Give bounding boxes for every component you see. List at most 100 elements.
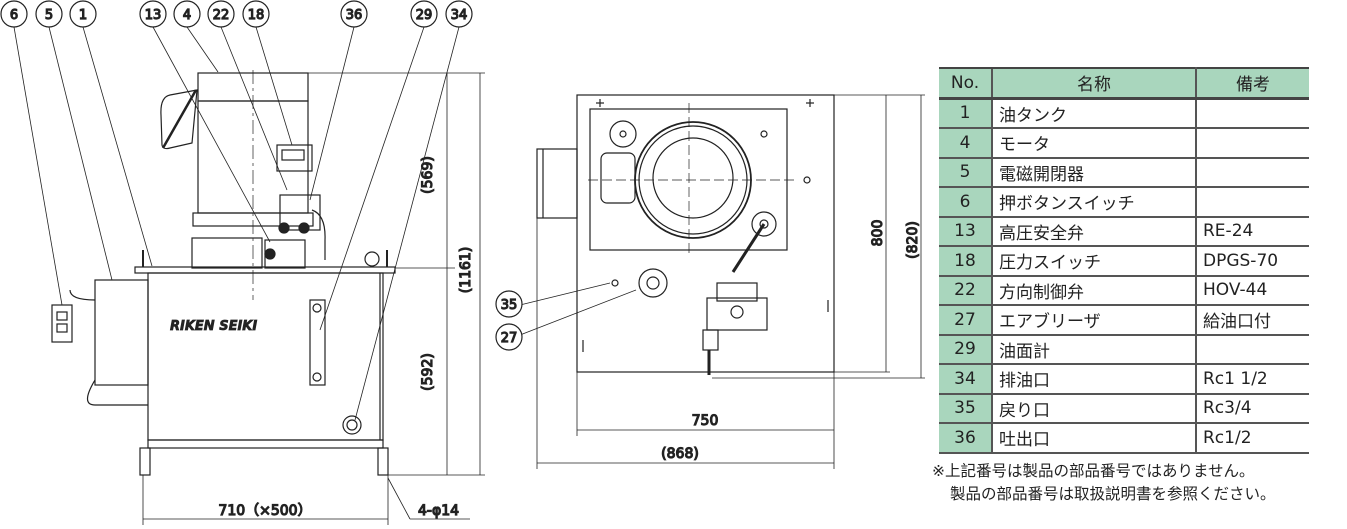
callout-34: 34 xyxy=(445,0,473,28)
cell-no: 22 xyxy=(939,275,992,306)
svg-text:5: 5 xyxy=(45,8,53,23)
cell-name: 油タンク xyxy=(991,98,1197,129)
fan-cover xyxy=(160,89,198,150)
callout-29: 29 xyxy=(410,0,438,28)
air-breather xyxy=(638,268,668,298)
cell-remark xyxy=(1196,98,1309,129)
svg-text:13: 13 xyxy=(145,8,162,23)
callout-27: 27 xyxy=(495,323,523,351)
svg-text:6: 6 xyxy=(10,8,18,23)
cell-no: 5 xyxy=(939,157,992,188)
cell-remark xyxy=(1196,157,1309,188)
leader-lines xyxy=(13,26,460,421)
cell-no: 27 xyxy=(939,305,992,336)
svg-text:35: 35 xyxy=(501,298,518,313)
cell-remark: 給油口付 xyxy=(1196,305,1309,336)
cell-name: 押ボタンスイッチ xyxy=(991,187,1197,218)
dim-top-width: 750 xyxy=(692,413,719,429)
callout-36: 36 xyxy=(340,0,368,28)
cell-remark: DPGS-70 xyxy=(1196,246,1309,277)
cell-name: 方向制御弁 xyxy=(991,275,1197,306)
header-no: No. xyxy=(939,67,992,100)
cell-remark xyxy=(1196,128,1309,159)
note-line-1: ※上記番号は製品の部品番号ではありません。 xyxy=(932,462,1255,480)
cell-no: 1 xyxy=(939,98,992,129)
dim-width: 710（×500） xyxy=(218,503,311,519)
header-name: 名称 xyxy=(991,67,1197,100)
note-line-2: 製品の部品番号は取扱説明書を参照ください。 xyxy=(950,485,1276,503)
svg-text:34: 34 xyxy=(451,8,468,23)
cell-name: モータ xyxy=(991,128,1197,159)
cell-no: 4 xyxy=(939,128,992,159)
header-remark: 備考 xyxy=(1196,67,1309,100)
cell-no: 36 xyxy=(939,423,992,454)
brand-label: RIKEN SEIKI xyxy=(170,319,257,334)
svg-text:4: 4 xyxy=(183,8,191,23)
cell-remark: Rc1/2 xyxy=(1196,423,1309,454)
directional-valve xyxy=(716,282,758,302)
cell-no: 34 xyxy=(939,364,992,395)
pressure-switch xyxy=(276,144,313,172)
cell-remark: Rc3/4 xyxy=(1196,393,1309,424)
cell-name: 吐出口 xyxy=(991,423,1197,454)
cell-remark: HOV-44 xyxy=(1196,275,1309,306)
switch-box-top xyxy=(536,148,578,219)
pushbutton-switch xyxy=(51,304,73,343)
cell-name: 高圧安全弁 xyxy=(991,216,1197,247)
svg-text:22: 22 xyxy=(213,8,230,23)
cell-no: 35 xyxy=(939,393,992,424)
cell-name: 圧力スイッチ xyxy=(991,246,1197,277)
dim-total-height: (1161) xyxy=(458,247,474,294)
callout-22: 22 xyxy=(207,0,235,28)
callouts-side: 6 5 1 13 4 22 18 36 29 34 xyxy=(0,0,473,28)
callout-18: 18 xyxy=(242,0,270,28)
tank-plate xyxy=(576,94,835,373)
cell-name: 戻り口 xyxy=(991,393,1197,424)
side-dimension-lines xyxy=(142,72,485,525)
callouts-top: 35 27 xyxy=(495,290,523,351)
cell-name: 排油口 xyxy=(991,364,1197,395)
svg-text:1: 1 xyxy=(79,8,87,23)
pump-base xyxy=(191,237,263,269)
cell-no: 6 xyxy=(939,187,992,218)
dim-lower: (592) xyxy=(420,353,436,391)
return-port xyxy=(611,279,619,287)
callout-4: 4 xyxy=(173,0,201,28)
top-dimension-lines xyxy=(519,94,925,469)
cell-remark: Rc1 1/2 xyxy=(1196,364,1309,395)
svg-text:29: 29 xyxy=(416,8,433,23)
callout-6: 6 xyxy=(0,0,28,28)
dim-depth: 800 xyxy=(870,220,886,247)
cell-no: 13 xyxy=(939,216,992,247)
cell-remark xyxy=(1196,334,1309,365)
svg-text:18: 18 xyxy=(248,8,265,23)
dim-upper: (569) xyxy=(420,156,436,194)
magnetic-switch-box xyxy=(94,279,149,386)
dim-holes: 4-φ14 xyxy=(418,503,459,519)
svg-text:27: 27 xyxy=(501,331,518,346)
footnote: ※上記番号は製品の部品番号ではありません。 製品の部品番号は取扱説明書を参照くだ… xyxy=(932,460,1276,506)
cell-no: 18 xyxy=(939,246,992,277)
cell-name: 電磁開閉器 xyxy=(991,157,1197,188)
cell-remark xyxy=(1196,187,1309,218)
side-view: RIKEN SEIKI (569) (592) (1161) 710（×500）… xyxy=(0,0,485,525)
drain-port xyxy=(342,415,362,435)
cell-no: 29 xyxy=(939,334,992,365)
callout-1: 1 xyxy=(69,0,97,28)
top-view: 800 (820) 750 (868) 35 27 xyxy=(495,94,925,469)
svg-text:36: 36 xyxy=(346,8,363,23)
cell-remark: RE-24 xyxy=(1196,216,1309,247)
